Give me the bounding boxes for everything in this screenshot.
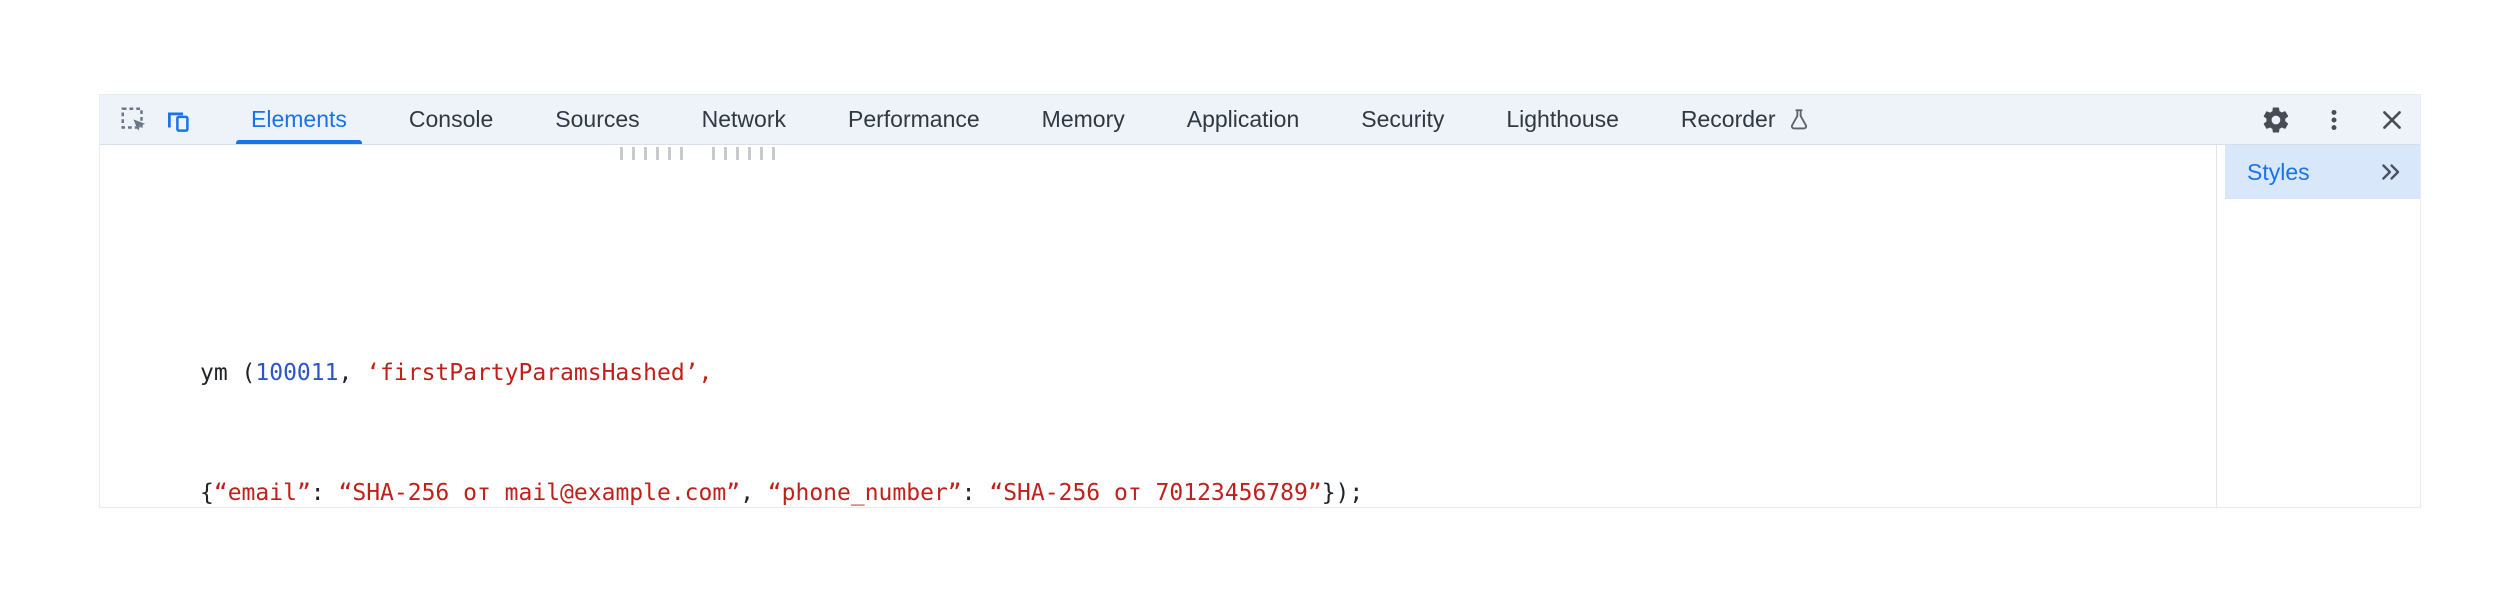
toolbar-left-icons: [100, 95, 200, 144]
inspect-element-button[interactable]: [112, 95, 156, 144]
code-token: ym (: [200, 360, 256, 386]
tab-label: Lighthouse: [1506, 106, 1619, 132]
code-token-number: 100011: [255, 360, 339, 386]
code-token-string: ‘firstPartyParamsHashed’,: [366, 360, 713, 386]
clipped-text-fragment: [620, 147, 776, 160]
tab-label: Application: [1186, 106, 1300, 132]
code-token-string: “phone_number”: [767, 480, 962, 506]
tab-application[interactable]: Application: [1156, 95, 1331, 144]
code-token-string: “SHA-256 от 70123456789”: [989, 480, 1322, 506]
code-token: });: [1321, 480, 1364, 506]
close-icon: [2383, 110, 2401, 129]
styles-tab[interactable]: Styles: [2225, 145, 2420, 199]
vertical-dots-icon: [2331, 109, 2337, 130]
code-token: ,: [338, 360, 367, 386]
more-options-button[interactable]: [2312, 106, 2356, 134]
devtools-toolbar: Elements Console Sources Network Perform…: [100, 95, 2420, 145]
tab-lighthouse[interactable]: Lighthouse: [1475, 95, 1650, 144]
toolbar-right-icons: [2254, 95, 2420, 144]
close-devtools-button[interactable]: [2370, 106, 2414, 134]
code-token: ,: [740, 480, 768, 506]
clipped-text-chunk: [712, 147, 776, 160]
tab-memory[interactable]: Memory: [1011, 95, 1156, 144]
clipped-text-chunk: [620, 147, 692, 160]
code-line-2: {“email”: “SHA-256 от mail@example.com”,…: [200, 473, 1363, 507]
devtools-content: ym (100011, ‘firstPartyParamsHashed’, {“…: [100, 145, 2420, 507]
tab-label: Network: [701, 106, 786, 132]
styles-tab-label: Styles: [2247, 158, 2310, 185]
devtools-window: Elements Console Sources Network Perform…: [99, 94, 2421, 508]
code-snippet: ym (100011, ‘firstPartyParamsHashed’, {“…: [200, 273, 1363, 507]
tab-label: Security: [1361, 106, 1445, 132]
double-chevron-right-icon[interactable]: [2378, 159, 2404, 185]
settings-button[interactable]: [2254, 105, 2298, 135]
code-token: :: [961, 480, 990, 506]
toggle-device-toolbar-button[interactable]: [156, 95, 200, 144]
devtools-tab-bar: Elements Console Sources Network Perform…: [220, 95, 1843, 144]
code-line-1: ym (100011, ‘firstPartyParamsHashed’,: [200, 353, 1363, 393]
tab-sources[interactable]: Sources: [524, 95, 670, 144]
code-token: {: [200, 480, 214, 506]
tab-console[interactable]: Console: [378, 95, 524, 144]
tab-network[interactable]: Network: [671, 95, 817, 144]
experiment-flask-icon: [1790, 108, 1807, 129]
tab-security[interactable]: Security: [1330, 95, 1475, 144]
gear-icon: [2263, 106, 2289, 133]
tab-label: Console: [408, 106, 494, 132]
code-token-string: “email”: [213, 480, 311, 506]
elements-panel: ym (100011, ‘firstPartyParamsHashed’, {“…: [100, 145, 2216, 507]
tab-recorder[interactable]: Recorder: [1650, 95, 1843, 144]
device-toolbar-icon: [168, 112, 189, 132]
tab-label: Elements: [251, 106, 347, 132]
styles-sidebar: Styles: [2216, 145, 2420, 507]
tab-label: Performance: [848, 106, 980, 132]
tab-label: Recorder: [1680, 106, 1776, 132]
code-token-string: “SHA-256 от mail@example.com”: [338, 480, 741, 506]
inspect-icon: [121, 107, 146, 131]
tab-elements[interactable]: Elements: [220, 95, 378, 144]
code-token: :: [310, 480, 339, 506]
tab-label: Sources: [555, 106, 640, 132]
tab-performance[interactable]: Performance: [817, 95, 1011, 144]
tab-label: Memory: [1041, 106, 1125, 132]
